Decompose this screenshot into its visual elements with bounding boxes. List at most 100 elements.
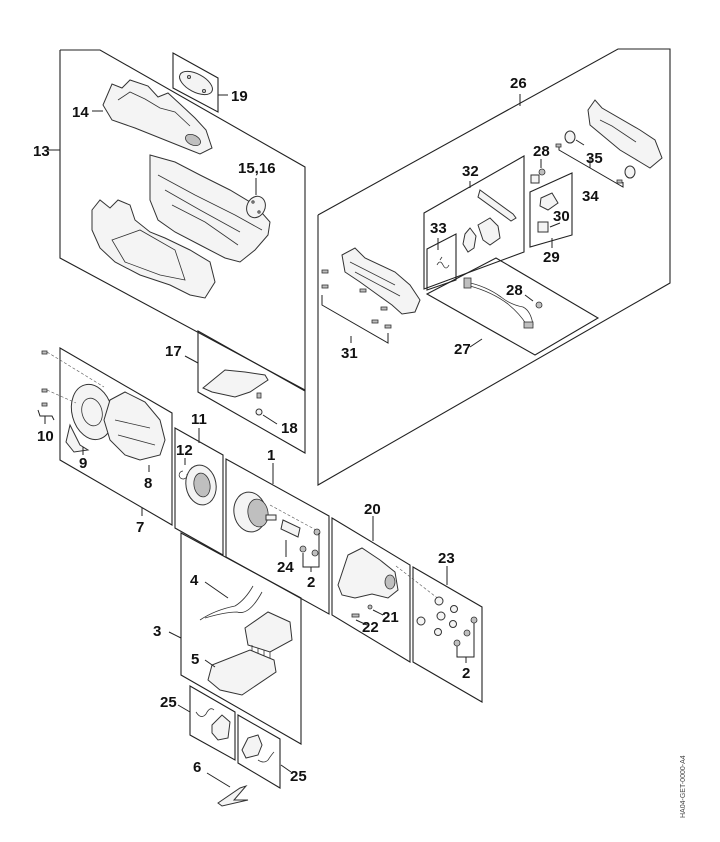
part-35-clamp[interactable]: [624, 165, 636, 179]
callout-2-nuts[interactable]: 2: [462, 665, 470, 682]
callout-19[interactable]: 19: [231, 88, 248, 105]
screw: [384, 324, 392, 329]
panel-27-frame: [425, 257, 600, 356]
part-28-clip-lower[interactable]: [535, 301, 543, 309]
part-2-screw[interactable]: [470, 616, 478, 624]
callout-31[interactable]: 31: [341, 345, 358, 362]
part-23-nut[interactable]: [434, 596, 444, 606]
part-28-clip-ring: [538, 168, 546, 176]
part-19-cover-plate[interactable]: [176, 67, 216, 100]
callout-30[interactable]: 30: [553, 208, 570, 225]
part-12-circlip[interactable]: [178, 470, 188, 480]
part-23-washer[interactable]: [434, 628, 442, 636]
callout-10[interactable]: 10: [37, 428, 54, 445]
part-2-screw[interactable]: [299, 545, 307, 553]
part-1-shaft: [265, 514, 277, 521]
part-28-clip[interactable]: [530, 174, 540, 184]
callout-23[interactable]: 23: [438, 550, 455, 567]
part-31-handle-housing[interactable]: [341, 247, 421, 315]
part-20-gear-housing[interactable]: [337, 547, 399, 599]
callout-9[interactable]: 9: [79, 455, 87, 472]
part-6-bracket[interactable]: [217, 784, 249, 807]
callout-20[interactable]: 20: [364, 501, 381, 518]
callout-35[interactable]: 35: [586, 150, 603, 167]
callout-34[interactable]: 34: [582, 188, 599, 205]
assembly-line: [46, 351, 105, 388]
part-2-screw[interactable]: [453, 639, 461, 647]
part-14-top-shell[interactable]: [102, 79, 213, 155]
callout-8[interactable]: 8: [144, 475, 152, 492]
part-13-inner-housing[interactable]: [149, 154, 271, 263]
part-32-trigger[interactable]: [477, 217, 501, 246]
callout-22[interactable]: 22: [362, 619, 379, 636]
part-23-washer[interactable]: [450, 605, 458, 613]
part-33-spring[interactable]: [436, 256, 450, 269]
part-17-cover[interactable]: [202, 369, 269, 398]
part-27-wiring-harness[interactable]: [465, 281, 534, 326]
part-23-nut[interactable]: [436, 611, 446, 621]
part-4-wiring[interactable]: [199, 585, 263, 621]
part-23-washer[interactable]: [449, 620, 457, 628]
leader-35: [575, 139, 585, 146]
part-18-washer: [256, 392, 262, 399]
callout-13[interactable]: 13: [33, 143, 50, 160]
callout-24[interactable]: 24: [277, 559, 294, 576]
callout-5[interactable]: 5: [191, 651, 199, 668]
panel-25a-frame: [189, 685, 236, 761]
callout-4[interactable]: 4: [190, 572, 199, 589]
part-15-16-gasket[interactable]: [243, 193, 269, 221]
part-32-switch-lever[interactable]: [462, 227, 477, 253]
callout-6[interactable]: 6: [193, 759, 201, 776]
callout-33[interactable]: 33: [430, 220, 447, 237]
part-23-nut[interactable]: [416, 616, 426, 626]
callout-12[interactable]: 12: [176, 442, 193, 459]
callout-17[interactable]: 17: [165, 343, 182, 360]
part-25-sensor-b[interactable]: [241, 734, 263, 759]
callout-25-upper[interactable]: 25: [160, 694, 177, 711]
part-21-washer[interactable]: [367, 604, 373, 610]
part-5-tray[interactable]: [207, 649, 277, 696]
part-30-switch[interactable]: [537, 221, 549, 233]
part-8-blower-housing[interactable]: [103, 391, 166, 461]
callout-28-upper[interactable]: 28: [533, 143, 550, 160]
part-27-connector: [523, 321, 534, 329]
callout-32[interactable]: 32: [462, 163, 479, 180]
part-2-screw[interactable]: [311, 549, 319, 557]
callout-28-lower[interactable]: 28: [506, 282, 523, 299]
part-27-connector: [463, 277, 472, 289]
part-34-handle[interactable]: [587, 99, 663, 169]
callout-25-lower[interactable]: 25: [290, 768, 307, 785]
panel-26-frame: [317, 48, 671, 486]
callout-14[interactable]: 14: [72, 104, 89, 121]
part-14-detail: [117, 91, 191, 127]
part-4-control-module[interactable]: [244, 611, 293, 653]
callout-2-motor[interactable]: 2: [307, 574, 315, 591]
callout-11[interactable]: 11: [191, 411, 207, 428]
callout-1[interactable]: 1: [267, 447, 275, 464]
callout-29[interactable]: 29: [543, 249, 560, 266]
panel-25b-frame: [237, 714, 281, 789]
part-13-lower-shell[interactable]: [91, 199, 216, 299]
part-24-sleeve[interactable]: [280, 519, 301, 538]
callout-27[interactable]: 27: [454, 341, 471, 358]
part-35-clamp[interactable]: [564, 130, 576, 144]
part-2-screw[interactable]: [463, 629, 471, 637]
callout-3[interactable]: 3: [153, 623, 161, 640]
panel-33-frame: [426, 233, 457, 291]
callout-26[interactable]: 26: [510, 75, 527, 92]
screw: [380, 306, 388, 311]
callout-21[interactable]: 21: [382, 609, 399, 626]
part-25-sensor-a[interactable]: [211, 714, 231, 741]
callout-7[interactable]: 7: [136, 519, 144, 536]
part-22-screw[interactable]: [351, 613, 360, 618]
part-19-hole: [186, 75, 191, 80]
part-18-screw[interactable]: [255, 408, 263, 416]
part-29-cover[interactable]: [539, 192, 559, 211]
leader-18: [262, 414, 278, 425]
screw: [41, 350, 48, 355]
callout-18[interactable]: 18: [281, 420, 298, 437]
leader-4: [204, 581, 229, 599]
part-32-lever[interactable]: [477, 189, 517, 222]
callout-15-16[interactable]: 15,16: [238, 160, 276, 177]
